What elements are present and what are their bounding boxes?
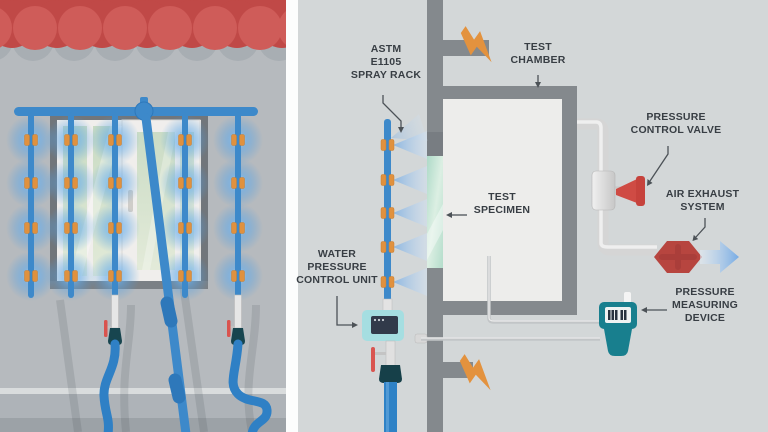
pipe-sleeve (385, 340, 396, 367)
awning-front-row (0, 6, 322, 50)
connector-sleeve (234, 294, 242, 329)
riser-pipe (112, 112, 118, 298)
hose-connectors (104, 294, 245, 345)
ground-curb (0, 388, 286, 394)
shutoff-lever (227, 320, 231, 337)
awning-icon (0, 0, 322, 61)
label-pointer-heads (352, 82, 699, 328)
spray-rack-assembly (14, 97, 272, 432)
test-specimen-panel (427, 156, 443, 268)
lever-stem (230, 326, 235, 329)
hose-coupling (160, 296, 178, 328)
window-mullion (87, 126, 93, 276)
handheld-meter-icon (599, 292, 637, 356)
chamber-interior (443, 99, 562, 301)
label-pressure-measuring-device: PRESSURE MEASURING DEVICE (672, 286, 738, 324)
label-water-pressure-control-unit: WATER PRESSURE CONTROL UNIT (296, 248, 378, 286)
lever-stem (107, 326, 112, 329)
hose-coupling (168, 373, 186, 404)
chamber-right-wall (562, 99, 577, 315)
controller-display (371, 316, 398, 334)
ground-edge (0, 418, 286, 432)
wall-lower (427, 268, 443, 432)
connector-sleeve (111, 294, 119, 329)
hose-fitting (231, 328, 245, 345)
label-pointer-lines (336, 75, 706, 326)
rack-pipe (384, 119, 391, 301)
label-astm-e1105-spray-rack: ASTM E1105 SPRAY RACK (350, 43, 422, 81)
right-panel-schematic (298, 0, 768, 432)
panel-divider (286, 0, 298, 432)
hose-fitting (379, 365, 402, 383)
exhaust-fan-icon (654, 241, 702, 273)
pressure-tap-tubes (414, 256, 600, 344)
specimen-clamp (427, 132, 443, 156)
supply-hoses (99, 339, 272, 432)
wall-upper (427, 0, 443, 156)
meter-handle (604, 329, 632, 356)
shutoff-lever (104, 320, 108, 337)
schematic-spray-rack (380, 114, 428, 313)
flow-arrow-icon (700, 241, 739, 273)
water-pressure-control-unit (362, 310, 404, 432)
valve-body (591, 170, 616, 211)
valve-handwheel (636, 176, 645, 206)
label-pressure-control-valve: PRESSURE CONTROL VALVE (630, 111, 722, 136)
left-panel-photo-illustration (0, 0, 322, 432)
meter-antenna (624, 292, 631, 305)
chamber-top-wall (443, 86, 577, 99)
shutoff-lever (371, 347, 375, 372)
exhaust-piping (577, 118, 657, 256)
hose-fitting (108, 328, 122, 345)
meter-display-bars (608, 310, 627, 320)
lever-stem (375, 352, 386, 355)
label-test-specimen: TEST SPECIMEN (473, 191, 531, 216)
chamber-bottom-wall (427, 301, 577, 315)
riser-pipe (235, 112, 241, 298)
specimen-highlight (427, 204, 443, 260)
label-test-chamber: TEST CHAMBER (510, 41, 566, 66)
pressure-valve-icon (616, 179, 637, 203)
riser-pipe (68, 112, 74, 298)
riser-pipe (182, 112, 188, 298)
label-air-exhaust-system: AIR EXHAUST SYSTEM (665, 188, 740, 213)
supply-pipe (384, 382, 397, 432)
riser-pipe (28, 112, 34, 298)
